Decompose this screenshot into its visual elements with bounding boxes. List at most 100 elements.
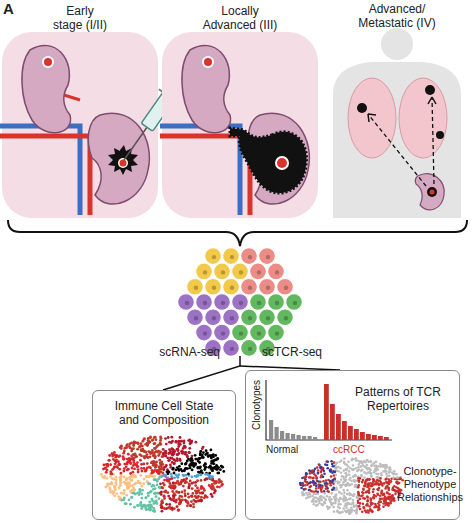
tsne-dot [159,443,162,446]
tsne-dot [368,472,371,475]
tsne-dot [395,473,398,476]
vena-cava [160,126,240,215]
tsne-dot [320,498,323,501]
tsne-dot [370,502,373,505]
tsne-dot [125,502,128,505]
tsne-dot [220,484,223,487]
tsne-dot [388,475,391,478]
tsne-dot [128,476,131,479]
tsne-dot [178,465,181,468]
tsne-dot [210,454,213,457]
tsne-dot [305,492,308,495]
bar [336,414,341,440]
tsne-dot [181,479,184,482]
tsne-dot [348,484,351,487]
tsne-dot [127,460,130,463]
tsne-dot [164,437,167,440]
tsne-dot [382,506,385,509]
tsne-dot [215,468,218,471]
tsne-dot [348,474,351,477]
tsne-dot [163,479,166,482]
tsne-dot [320,487,323,490]
tsne-dot [339,511,342,514]
cell [268,294,285,311]
tsne-dot [320,471,323,474]
tsne-dot [206,452,209,455]
tsne-dot [109,475,112,478]
tsne-dot [133,483,136,486]
tsne-dot [205,478,208,481]
bar [291,434,295,440]
tsne-dot [181,470,184,473]
tsne-dot [375,505,378,508]
tsne-dot [114,488,117,491]
tsne-dot [172,497,175,500]
tsne-dot [153,509,156,512]
tsne-dot [342,476,345,479]
bar [330,404,335,440]
tsne-dot [137,480,140,483]
tsne-dot [354,485,357,488]
tsne-dot [111,483,114,486]
tsne-dot [177,509,180,512]
tsne-dot [315,501,318,504]
brace [8,220,467,246]
needle [124,127,147,160]
tsne-dot [354,474,357,477]
tsne-dot [346,502,349,505]
tsne-dot [103,464,106,467]
tsne-dot [361,491,364,494]
nucleus [248,347,252,351]
tsne-dot [165,503,168,506]
tsne-dot [330,475,333,478]
tsne-dot [364,481,367,484]
tsne-dot [151,485,154,488]
tsne-dot [389,466,392,469]
tsne-dot [200,479,203,482]
cell [232,263,249,280]
tsne-dot [183,479,186,482]
cell [268,263,285,280]
tsne-dot [310,490,313,493]
tsne-dot [105,477,108,480]
tsne-dot [183,489,186,492]
nucleus [194,286,198,290]
tsne-dot [156,469,159,472]
method-label: scRNA-seq [140,345,220,359]
tsne-dot [184,468,187,471]
tsne-dot [138,488,141,491]
tsne-dot [359,461,362,464]
tsne-dot [329,468,332,471]
metastatic-panel [333,28,461,218]
tsne-dot [399,477,402,480]
tsne-dot [387,504,390,507]
bar [286,433,290,440]
tsne-dot [333,496,336,499]
tsne-dot [320,490,323,493]
tsne-dot [350,483,353,486]
tsne-dot [199,470,202,473]
tsne-dot [214,490,217,493]
tsne-dot [346,489,349,492]
tsne-dot [119,479,122,482]
tsne-dot [125,494,128,497]
tsne-dot [130,442,133,445]
tsne-dot [378,504,381,507]
cell [223,340,240,357]
tsne-dot [343,469,346,472]
tsne-dot [190,440,193,443]
nucleus [185,301,189,305]
nucleus [248,286,252,290]
tsne-dot [210,455,213,458]
tsne-dot [179,459,182,462]
tsne-dot [360,475,363,478]
tsne-dot [128,482,131,485]
tsne-dot [114,489,117,492]
tsne-dot [117,495,120,498]
tsne-dot [218,478,221,481]
tsne-dot [190,457,193,460]
tsne-dot [327,507,330,510]
tsne-dot [358,505,361,508]
nucleus [248,255,252,259]
tsne-dot [364,485,367,488]
